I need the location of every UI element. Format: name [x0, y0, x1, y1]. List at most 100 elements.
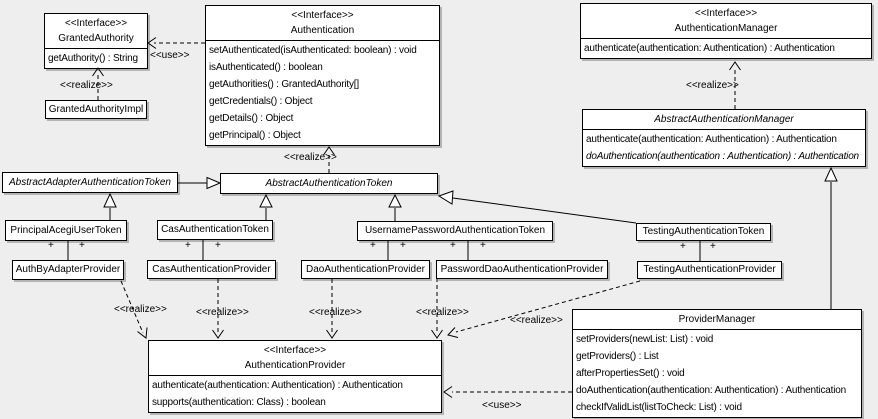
- class-cas-authentication-token[interactable]: CasAuthenticationToken: [157, 220, 273, 240]
- class-name: AuthenticationManager: [674, 23, 778, 34]
- method-row: authenticate(authentication: Authenticat…: [584, 43, 835, 54]
- method-row: checkIfValidList(listToCheck: List) : vo…: [576, 402, 742, 413]
- method-row-abstract: doAuthentication(authentication : Authen…: [586, 151, 859, 162]
- hollow-triangle: [103, 192, 117, 208]
- edge-label-realize: <<realize>>: [60, 80, 113, 91]
- edge-label-realize: <<realize>>: [309, 307, 362, 318]
- class-name: AbstractAuthenticationToken: [265, 177, 393, 189]
- association-plus: +: [215, 240, 221, 251]
- stereotype-label: <<Interface>>: [291, 10, 354, 21]
- class-name: ProviderManager: [678, 314, 756, 325]
- hollow-triangle: [388, 193, 402, 208]
- class-name: DaoAuthenticationProvider: [306, 263, 425, 275]
- class-name: TestingAuthenticationToken: [642, 226, 765, 237]
- class-name: CasAuthenticationToken: [161, 224, 269, 235]
- stereotype-label: <<Interface>>: [694, 8, 758, 19]
- method-row: getAuthority() : String: [48, 53, 138, 64]
- class-name: AuthByAdapterProvider: [15, 264, 121, 275]
- method-row: isAuthenticated() : boolean: [209, 62, 323, 73]
- class-testing-authentication-provider[interactable]: TestingAuthenticationProvider: [637, 261, 782, 279]
- class-name: AuthenticationProvider: [244, 360, 346, 371]
- open-arrowhead: [431, 329, 443, 339]
- open-arrowhead: [326, 329, 338, 339]
- methods-compartment: authenticate(authentication: Authenticat…: [581, 38, 871, 58]
- edge-label-use: <<use>>: [482, 400, 522, 411]
- association-plus: +: [185, 240, 191, 251]
- class-name: AbstractAdapterAuthenticationToken: [9, 176, 171, 188]
- class-authentication-manager[interactable]: <<Interface>> AuthenticationManager auth…: [580, 3, 872, 59]
- class-name: PasswordDaoAuthenticationProvider: [440, 263, 604, 275]
- class-name: CasAuthenticationProvider: [152, 263, 271, 275]
- edge-label-use: <<use>>: [150, 50, 190, 61]
- stereotype-label: <<Interface>>: [64, 18, 128, 29]
- open-arrowhead: [447, 327, 459, 338]
- open-arrowhead: [137, 327, 148, 339]
- class-dao-authentication-provider[interactable]: DaoAuthenticationProvider: [301, 260, 430, 279]
- association-plus: +: [48, 240, 54, 251]
- method-row: getCredentials() : Object: [209, 96, 313, 107]
- method-row: setProviders(newList: List) : void: [576, 334, 714, 345]
- class-name: GrantedAuthority: [58, 33, 134, 44]
- edge-label-realize: <<realize>>: [284, 152, 337, 163]
- class-authentication-provider[interactable]: <<Interface>> AuthenticationProvider aut…: [148, 340, 442, 413]
- association-plus: +: [370, 240, 376, 251]
- open-arrowhead: [212, 329, 224, 339]
- class-authentication[interactable]: <<Interface>> Authentication setAuthenti…: [205, 5, 440, 146]
- class-password-dao-authentication-provider[interactable]: PasswordDaoAuthenticationProvider: [436, 260, 608, 279]
- class-name: AbstractAuthenticationManager: [654, 114, 794, 125]
- class-provider-manager[interactable]: ProviderManager setProviders(newList: Li…: [572, 309, 862, 418]
- class-abstract-authentication-token[interactable]: AbstractAuthenticationToken: [220, 173, 438, 194]
- class-testing-authentication-token[interactable]: TestingAuthenticationToken: [636, 223, 771, 241]
- method-row: doAuthentication(authentication: Authent…: [576, 385, 846, 396]
- method-row: getDetails() : Object: [209, 113, 294, 124]
- class-abstract-authentication-manager[interactable]: AbstractAuthenticationManager authentica…: [582, 109, 866, 167]
- method-row: afterPropertiesSet() : void: [576, 368, 685, 379]
- open-arrowhead: [443, 386, 453, 398]
- class-header: <<Interface>> AuthenticationProvider: [149, 341, 441, 375]
- class-name: Authentication: [290, 25, 355, 36]
- class-name: UsernamePasswordAuthenticationToken: [364, 225, 546, 236]
- method-row: authenticate(authentication: Authenticat…: [586, 134, 837, 145]
- class-header: <<Interface>> GrantedAuthority: [45, 14, 147, 48]
- hollow-triangle: [437, 190, 454, 205]
- edge-label-realize: <<realize>>: [114, 304, 167, 315]
- class-auth-by-adapter-provider[interactable]: AuthByAdapterProvider: [12, 260, 124, 280]
- class-name: PrincipalAcegiUserToken: [10, 224, 122, 236]
- association-plus: +: [79, 240, 85, 251]
- method-row: getProviders() : List: [576, 351, 659, 362]
- stereotype-label: <<Interface>>: [263, 345, 327, 356]
- edge-label-realize: <<realize>>: [416, 307, 469, 318]
- class-granted-authority-impl[interactable]: GrantedAuthorityImpl: [45, 100, 147, 119]
- method-row: authenticate(authentication: Authenticat…: [152, 380, 403, 391]
- association-plus: +: [400, 240, 406, 251]
- class-cas-authentication-provider[interactable]: CasAuthenticationProvider: [147, 260, 276, 279]
- edge-label-realize: <<realize>>: [686, 80, 739, 91]
- open-arrowhead: [92, 67, 104, 77]
- class-abstract-adapter-authentication-token[interactable]: AbstractAdapterAuthenticationToken: [2, 172, 178, 193]
- method-row: getAuthorities() : GrantedAuthority[]: [209, 79, 359, 90]
- generalization-edge: [452, 197, 637, 224]
- method-row: setAuthenticated(isAuthenticated: boolea…: [209, 45, 417, 56]
- class-name: GrantedAuthorityImpl: [48, 103, 144, 115]
- open-arrowhead: [729, 61, 741, 71]
- association-plus: +: [680, 241, 686, 252]
- open-arrowhead: [147, 37, 157, 49]
- class-principal-acegi-user-token[interactable]: PrincipalAcegiUserToken: [5, 220, 127, 241]
- class-granted-authority[interactable]: <<Interface>> GrantedAuthority getAuthor…: [44, 13, 148, 69]
- class-name: TestingAuthenticationProvider: [643, 264, 776, 275]
- edge-label-realize: <<realize>>: [510, 315, 563, 326]
- association-plus: +: [480, 240, 486, 251]
- hollow-triangle: [206, 176, 222, 190]
- association-plus: +: [710, 241, 716, 252]
- methods-compartment: getAuthority() : String: [45, 48, 147, 68]
- hollow-triangle: [259, 193, 273, 208]
- methods-compartment: authenticate(authentication: Authenticat…: [583, 129, 865, 166]
- class-username-password-authentication-token[interactable]: UsernamePasswordAuthenticationToken: [357, 221, 553, 241]
- methods-compartment: authenticate(authentication: Authenticat…: [149, 375, 441, 412]
- methods-compartment: setProviders(newList: List) : void getPr…: [573, 329, 861, 417]
- method-row: getPrincipal() : Object: [209, 130, 301, 141]
- hollow-triangle: [824, 166, 838, 182]
- association-plus: +: [450, 240, 456, 251]
- edge-label-realize: <<realize>>: [196, 307, 249, 318]
